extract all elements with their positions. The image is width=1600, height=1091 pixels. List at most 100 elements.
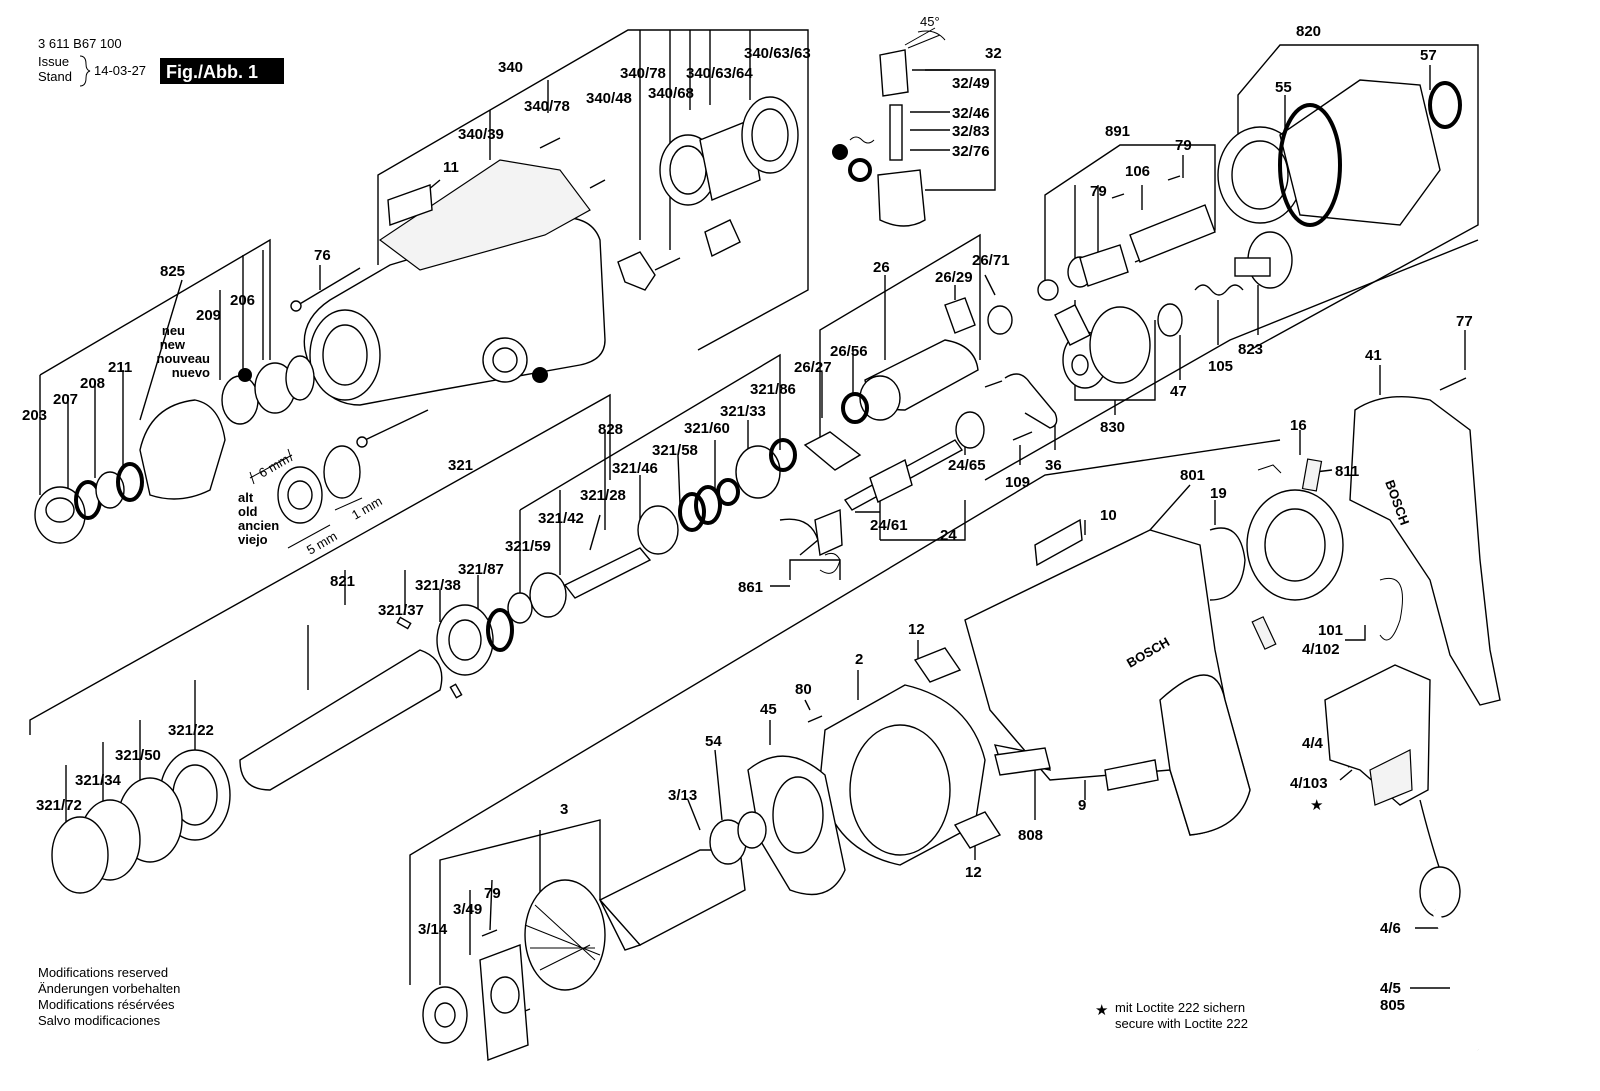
part-label: 811 (1335, 463, 1359, 480)
part-label: 209 (196, 307, 221, 324)
angle-label: 45° (920, 14, 940, 29)
part-label: 109 (1005, 474, 1030, 491)
part-label: 4/102 (1302, 641, 1340, 658)
label-808 (994, 747, 1051, 776)
part-label: 340/39 (458, 126, 504, 143)
part-label: 36 (1045, 457, 1062, 474)
part-label: 830 (1100, 419, 1125, 436)
part-label: 12 (908, 621, 925, 638)
part-label: 4/5 (1380, 980, 1401, 997)
part-label: 340/78 (524, 98, 570, 115)
part-label: 207 (53, 391, 78, 408)
word-new-es: nuevo (172, 365, 210, 380)
dim-old-gap: 5 mm (304, 528, 340, 557)
doc-number: 3 611 B67 100 (38, 36, 122, 51)
field-2 (819, 647, 1002, 866)
part-label: 321/86 (750, 381, 796, 398)
issue-label: Issue (38, 54, 69, 69)
part-label: 805 (1380, 997, 1405, 1014)
part-label: 828 (598, 421, 623, 438)
part-label: 321/42 (538, 510, 584, 527)
crank-830 (1054, 304, 1151, 389)
clutch-sleeve-340 (617, 96, 799, 291)
impact-mechanism-828 (507, 438, 797, 624)
part-label: 340/63/64 (686, 65, 753, 82)
part-label: 211 (108, 359, 132, 376)
note-loctite-de: mit Loctite 222 sichern (1115, 1000, 1245, 1015)
part-label: 801 (1180, 467, 1205, 484)
part-label: 3/13 (668, 787, 697, 804)
part-label: 2 (855, 651, 863, 668)
part-label: 321/34 (75, 772, 122, 789)
part-label: 821 (330, 573, 355, 590)
drive-shaft-24 (779, 373, 1058, 574)
part-label: 32/49 (952, 75, 990, 92)
part-label: 321/87 (458, 561, 504, 578)
fan-baffle-45 (747, 755, 846, 896)
dim-old-gap2: 1 mm (349, 493, 385, 522)
part-label: 340/48 (586, 90, 632, 107)
note-modifications-fr: Modifications résérvées (38, 997, 175, 1012)
brace-icon (79, 55, 91, 87)
part-label: 45 (760, 701, 777, 718)
handle-41: BOSCH (1349, 395, 1501, 706)
part-label: 19 (1210, 485, 1227, 502)
part-label: 24/65 (948, 457, 986, 474)
part-label: 823 (1238, 341, 1263, 358)
part-label: 321/28 (580, 487, 626, 504)
note-modifications-en: Modifications reserved (38, 965, 168, 980)
gear-823 (1157, 231, 1293, 337)
header: 3 611 B67 100 Issue Stand 14-03-27 Fig./… (38, 36, 284, 87)
word-old-es: viejo (238, 532, 268, 547)
issue-date: 14-03-27 (94, 63, 146, 78)
part-label: 321/22 (168, 722, 214, 739)
part-label: 24 (940, 527, 957, 544)
part-label: 9 (1078, 797, 1086, 814)
part-label: 26/56 (830, 343, 868, 360)
loctite-star-icon: ★ (1310, 797, 1323, 814)
piston-26 (803, 297, 1013, 471)
word-new-en: new (160, 337, 186, 352)
part-label: 10 (1100, 507, 1117, 524)
fig-badge-label: Fig./Abb. 1 (166, 62, 258, 82)
part-label: 340 (498, 59, 523, 76)
star-icon: ★ (1095, 1002, 1108, 1019)
cable-4-5 (1419, 799, 1482, 1051)
part-label: 26/29 (935, 269, 973, 286)
gear-housing-part (303, 159, 606, 406)
part-label: 106 (1125, 163, 1150, 180)
part-label: 11 (443, 159, 459, 176)
intermediate-flange-820 (1217, 79, 1462, 227)
word-new-de: neu (162, 323, 185, 338)
part-label: 321/46 (612, 460, 658, 477)
switch-4-4 (1324, 664, 1431, 806)
part-label: 79 (1175, 137, 1192, 154)
part-label: 825 (160, 263, 185, 280)
part-label: 32/83 (952, 123, 990, 140)
part-label: 206 (230, 292, 255, 309)
note-loctite-en: secure with Loctite 222 (1115, 1016, 1248, 1031)
part-label: 321/37 (378, 602, 424, 619)
part-label: 41 (1365, 347, 1382, 364)
part-label: 26/71 (972, 252, 1010, 269)
part-label: 26/27 (794, 359, 832, 376)
armature-3 (422, 811, 767, 1061)
hammer-tube-821 (51, 604, 514, 894)
part-label: 26 (873, 259, 890, 276)
note-modifications-es: Salvo modificaciones (38, 1013, 161, 1028)
part-label: 105 (1208, 358, 1233, 375)
part-label: 57 (1420, 47, 1437, 64)
part-label: 891 (1105, 123, 1130, 140)
part-label: 24/61 (870, 517, 908, 534)
brush-holder-32 (832, 27, 941, 227)
footer: Modifications reserved Änderungen vorbeh… (38, 965, 1248, 1031)
tool-holder-825 (34, 355, 361, 544)
part-label: 820 (1296, 23, 1321, 40)
part-label: 4/4 (1302, 735, 1324, 752)
label-plate-11 (387, 184, 433, 226)
part-label: 340/68 (648, 85, 694, 102)
part-label: 3/14 (418, 921, 448, 938)
fig-badge (160, 58, 284, 84)
leader-lines (29, 29, 1479, 989)
part-label: 340/63/63 (744, 45, 811, 62)
